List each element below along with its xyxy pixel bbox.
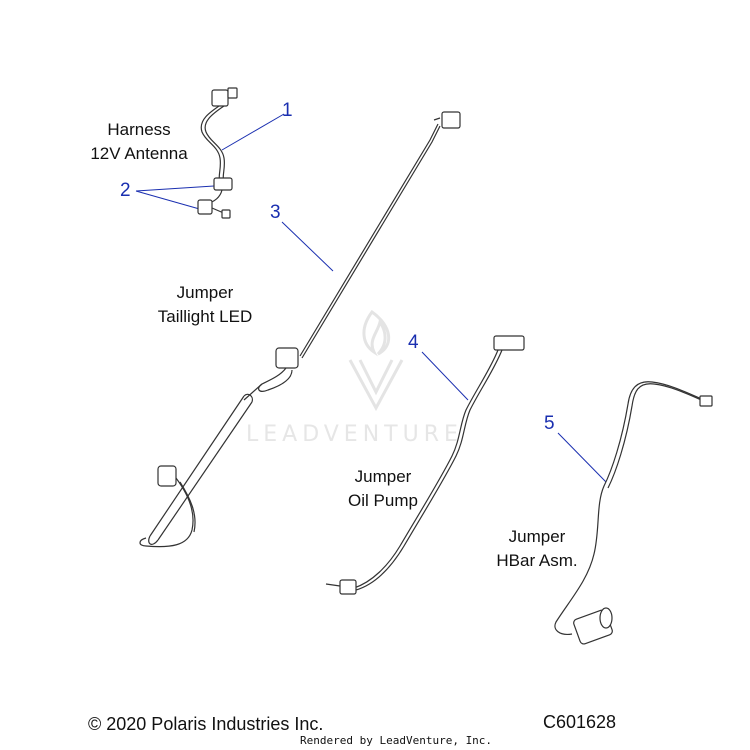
diagram-code: C601628 bbox=[543, 712, 617, 732]
callout-leaders bbox=[135, 113, 607, 483]
label-hbar-line-1: Jumper bbox=[508, 527, 566, 546]
leader-4 bbox=[421, 351, 469, 401]
leader-1 bbox=[221, 113, 285, 151]
jumper-hbar-asm-drawing bbox=[554, 381, 713, 645]
leader-2a bbox=[135, 185, 215, 192]
label-harness-12v-antenna: Harness 12V Antenna bbox=[74, 118, 204, 166]
jumper-taillight-led-drawing bbox=[139, 111, 461, 548]
label-jumper-oil-pump: Jumper Oil Pump bbox=[318, 465, 448, 513]
callout-number-2[interactable]: 2 bbox=[120, 180, 131, 201]
leadventure-watermark-logo bbox=[348, 309, 404, 412]
label-oil-pump-line-2: Oil Pump bbox=[348, 491, 418, 510]
leader-5 bbox=[557, 432, 607, 483]
rendered-by-text: Rendered by LeadVenture, Inc. bbox=[300, 734, 493, 747]
label-jumper-hbar-asm: Jumper HBar Asm. bbox=[472, 525, 602, 573]
label-oil-pump-line-1: Jumper bbox=[354, 467, 412, 486]
label-taillight-line-1: Jumper bbox=[176, 283, 234, 302]
label-hbar-line-2: HBar Asm. bbox=[496, 551, 578, 570]
watermark-text: LEADVENTURE bbox=[246, 422, 463, 447]
leader-2b bbox=[135, 190, 204, 211]
callout-number-3[interactable]: 3 bbox=[270, 202, 281, 223]
jumper-oil-pump-drawing bbox=[325, 335, 525, 595]
copyright-text: © 2020 Polaris Industries Inc. bbox=[88, 714, 324, 734]
callout-number-5[interactable]: 5 bbox=[544, 413, 555, 434]
label-jumper-taillight-led: Jumper Taillight LED bbox=[140, 281, 270, 329]
harness-12v-antenna-drawing bbox=[197, 87, 238, 219]
label-harness-line-2: 12V Antenna bbox=[90, 144, 188, 163]
leader-3 bbox=[281, 221, 334, 272]
callout-number-1[interactable]: 1 bbox=[282, 100, 293, 121]
callout-number-4[interactable]: 4 bbox=[408, 332, 419, 353]
label-harness-line-1: Harness bbox=[107, 120, 171, 139]
label-taillight-line-2: Taillight LED bbox=[157, 307, 253, 326]
